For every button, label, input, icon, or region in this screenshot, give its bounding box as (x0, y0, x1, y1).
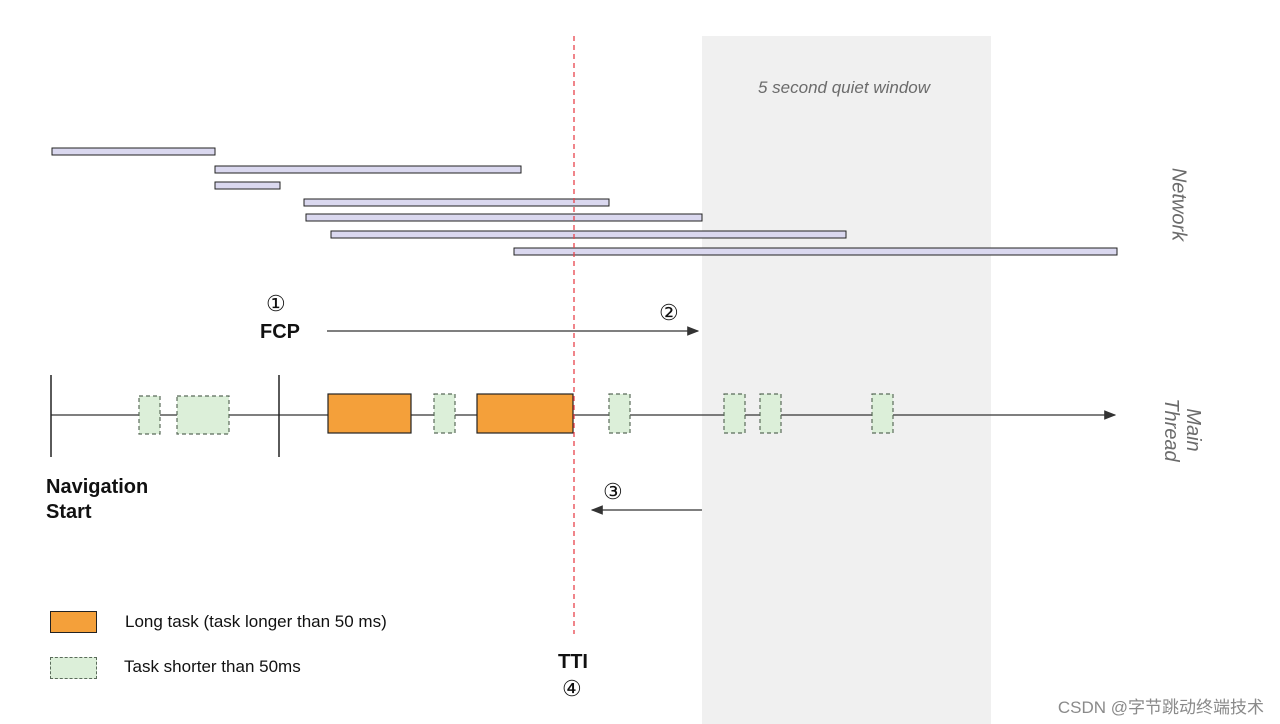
main-thread-label: Main Thread (1160, 398, 1204, 462)
fcp-step-number: ① (266, 291, 286, 316)
short-task (433, 393, 456, 434)
legend-long-task-swatch (50, 611, 97, 633)
tti-step-number: ④ (562, 676, 582, 701)
short-task (759, 393, 782, 434)
quiet-window-label: 5 second quiet window (758, 78, 931, 97)
network-request-bar (303, 198, 610, 207)
network-label: Network (1167, 167, 1190, 242)
long-task (476, 393, 574, 434)
network-request-bar (305, 213, 703, 222)
network-request-bar (214, 165, 522, 174)
long-task (327, 393, 412, 434)
network-request-bar (513, 247, 1118, 256)
fcp-label: FCP (260, 321, 300, 343)
quiet-window-region (702, 36, 991, 724)
short-task (871, 393, 894, 434)
tti-label: TTI (558, 651, 588, 673)
main-thread-tasks (138, 393, 894, 435)
short-task (138, 395, 161, 435)
network-request-bar (214, 181, 281, 190)
navigation-start-label-line2: Start (46, 501, 92, 523)
short-task (608, 393, 631, 434)
short-task (723, 393, 746, 434)
network-request-bar (330, 230, 847, 239)
step-3-number: ③ (603, 479, 623, 504)
network-request-bar (51, 147, 216, 156)
navigation-start-label-line1: Navigation (46, 476, 149, 498)
step-2-number: ② (659, 300, 679, 325)
watermark: CSDN @字节跳动终端技术 (1057, 698, 1264, 717)
legend-long-task-label: Long task (task longer than 50 ms) (125, 612, 387, 631)
legend-short-task-label: Task shorter than 50ms (124, 657, 301, 676)
short-task (176, 395, 230, 435)
legend-short-task-swatch (50, 657, 97, 679)
network-requests (51, 147, 1118, 256)
